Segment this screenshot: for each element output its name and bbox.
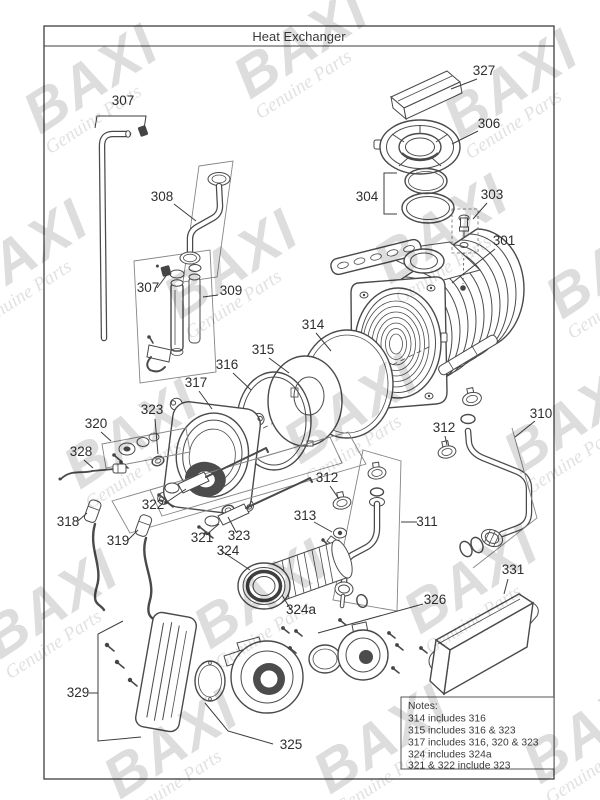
part-label-307a: 307 [112,93,135,108]
part-312-clamp-b [332,491,352,510]
part-label-307b: 307 [137,280,160,295]
part-label-321: 321 [191,530,214,545]
part-label-308: 308 [151,189,174,204]
part-331-duct [429,593,539,696]
part-label-310: 310 [530,406,553,421]
part-322-electrode [157,447,269,508]
drum-flue-collar [403,248,445,274]
kit-box-electrodes-inner [149,436,343,517]
part-label-328: 328 [70,444,93,459]
part-327-channel [390,70,463,121]
part-label-325: 325 [280,737,303,752]
part-307b-clip [155,264,172,277]
drum-mounting-bar [330,238,422,276]
part-312-clamp-a [437,440,457,459]
part-label-303: 303 [481,187,504,202]
fan-screws [281,618,428,674]
kit-box-320 [101,427,191,469]
drum-side-bar [438,334,498,376]
part-301-heat-exchanger-drum [330,228,525,411]
part-323-gasket-a [151,455,165,467]
part-328-wire [58,463,127,481]
part-318-lead [83,499,106,612]
part-306-flue-adaptor [373,119,461,175]
cover-screws [104,642,138,687]
part-304-seal-rings [383,167,455,224]
page-title: Heat Exchanger [252,29,346,44]
part-label-312a: 312 [433,420,456,435]
part-324-burner [237,539,353,610]
part-label-312b: 312 [316,470,339,485]
part-label-314: 314 [302,317,325,332]
part-label-327: 327 [473,63,496,78]
notes-box: Notes: 314 includes 316 315 includes 316… [400,696,555,772]
part-label-311: 311 [416,514,438,529]
notes-heading: Notes: [408,701,438,712]
note-line-5: 321 & 322 include 323 [408,761,511,772]
kit-outline-310 [472,427,538,569]
part-label-304: 304 [356,189,379,204]
part-label-322: 322 [142,497,165,512]
part-label-318: 318 [57,514,80,529]
part-label-323a: 323 [141,402,164,417]
note-line-2: 315 includes 316 & 323 [408,726,516,737]
part-label-317: 317 [185,375,208,390]
bracket-329 [97,620,142,742]
part-label-316: 316 [216,357,239,372]
part-320-flange-kit [112,432,160,469]
part-label-323b: 323 [228,528,251,543]
part-307-pipe [94,115,149,342]
part-label-306: 306 [478,116,501,131]
part-321-electrode [197,477,313,539]
part-label-319: 319 [107,533,130,548]
part-303-sensor [451,208,479,285]
part-309-hydraulic-assembly [146,264,202,373]
part-308-pipe [179,172,231,265]
note-line-1: 314 includes 316 [408,714,486,725]
part-label-320: 320 [85,416,108,431]
part-label-301: 301 [493,233,516,248]
part-label-315: 315 [252,342,275,357]
part-label-313: 313 [294,508,317,523]
part-label-324a: 324a [286,602,317,617]
part-329-cover [134,611,198,733]
part-label-309: 309 [220,283,243,298]
part-label-326: 326 [424,592,447,607]
leader-lines [77,78,536,745]
part-label-324: 324 [217,543,240,558]
note-line-3: 317 includes 316, 320 & 323 [408,738,539,749]
part-labels: 307 327 306 304 303 301 308 307 309 314 … [57,63,553,752]
note-line-4: 324 includes 324a [408,750,492,761]
part-324a-gasket [245,569,283,603]
part-label-329: 329 [67,685,90,700]
part-label-331: 331 [502,562,525,577]
